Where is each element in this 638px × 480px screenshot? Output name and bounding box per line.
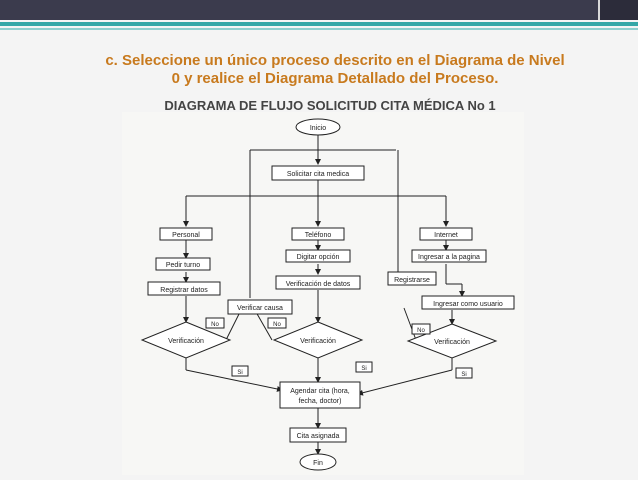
- node-cita-asignada-label: Cita asignada: [297, 433, 340, 440]
- label-si-1: Si: [231, 365, 249, 377]
- accent-line: [0, 22, 638, 26]
- svg-text:No: No: [211, 322, 219, 328]
- label-si-2: Si: [355, 361, 373, 373]
- node-agendar-line2: fecha, doctor): [299, 398, 342, 405]
- svg-text:Si: Si: [361, 366, 366, 372]
- node-registrarse-label: Registrarse: [394, 277, 430, 284]
- node-ingresar-usuario-label: Ingresar como usuario: [433, 301, 503, 308]
- svg-text:Si: Si: [461, 372, 466, 378]
- node-agendar-cita: Agendar cita (hora, fecha, doctor): [279, 381, 361, 409]
- node-pedir-turno-label: Pedir turno: [166, 262, 200, 269]
- svg-text:No: No: [417, 328, 425, 334]
- decision-verificacion-1-label: Verificación: [168, 338, 204, 345]
- label-no-3: No: [411, 323, 431, 335]
- node-agendar-line1: Agendar cita (hora,: [290, 388, 350, 395]
- node-ingresar-usuario: Ingresar como usuario: [421, 295, 515, 310]
- flowchart-svg: Inicio Solicitar cita medica Personal Te…: [140, 118, 515, 471]
- node-ingresar-pagina-label: Ingresar a la pagina: [418, 254, 480, 261]
- slide-title-line1: c. Seleccione un único proceso descrito …: [105, 52, 565, 69]
- node-registrar-datos-label: Registrar datos: [160, 287, 208, 294]
- node-verificar-causa: Verificar causa: [227, 299, 293, 315]
- node-personal: Personal: [159, 227, 213, 241]
- node-personal-label: Personal: [172, 232, 200, 239]
- label-no-1: No: [205, 317, 225, 329]
- node-fin-label: Fin: [313, 460, 323, 467]
- node-internet-label: Internet: [434, 232, 458, 239]
- node-solicitar-label: Solicitar cita medica: [287, 171, 349, 178]
- node-internet: Internet: [419, 227, 473, 241]
- decision-verificacion-2: Verificación: [272, 321, 364, 359]
- svg-text:No: No: [273, 322, 281, 328]
- node-ingresar-pagina: Ingresar a la pagina: [411, 249, 487, 263]
- node-registrarse: Registrarse: [387, 271, 437, 286]
- label-no-2: No: [267, 317, 287, 329]
- slide-title-line2: 0 y realice el Diagrama Detallado del Pr…: [171, 70, 499, 87]
- node-solicitar-cita: Solicitar cita medica: [271, 165, 365, 181]
- node-pedir-turno: Pedir turno: [155, 257, 211, 271]
- decision-verificacion-1: Verificación: [140, 321, 232, 359]
- top-bar-corner-square: [598, 0, 638, 20]
- top-bar: [0, 0, 638, 20]
- decision-verificacion-2-label: Verificación: [300, 338, 336, 345]
- node-telefono-label: Teléfono: [305, 232, 332, 239]
- diagram-subtitle: DIAGRAMA DE FLUJO SOLICITUD CITA MÉDICA …: [164, 98, 496, 113]
- node-digitar-opcion-label: Digitar opción: [297, 254, 340, 261]
- node-telefono: Teléfono: [291, 227, 345, 241]
- label-si-3: Si: [455, 367, 473, 379]
- decision-verificacion-3-label: Verificación: [434, 339, 470, 346]
- node-digitar-opcion: Digitar opción: [285, 249, 351, 263]
- node-verificacion-datos: Verificación de datos: [275, 275, 361, 290]
- node-registrar-datos: Registrar datos: [147, 281, 221, 296]
- accent-line-thin: [0, 28, 638, 30]
- node-verificacion-datos-label: Verificación de datos: [286, 281, 351, 288]
- slide-title: c. Seleccione un único proceso descrito …: [40, 52, 630, 88]
- node-inicio-label: Inicio: [310, 125, 326, 132]
- flowchart-image: Inicio Solicitar cita medica Personal Te…: [122, 112, 524, 475]
- node-verificar-causa-label: Verificar causa: [237, 305, 283, 312]
- node-inicio: Inicio: [295, 118, 341, 136]
- node-fin: Fin: [299, 453, 337, 471]
- node-cita-asignada: Cita asignada: [289, 427, 347, 443]
- svg-text:Si: Si: [237, 370, 242, 376]
